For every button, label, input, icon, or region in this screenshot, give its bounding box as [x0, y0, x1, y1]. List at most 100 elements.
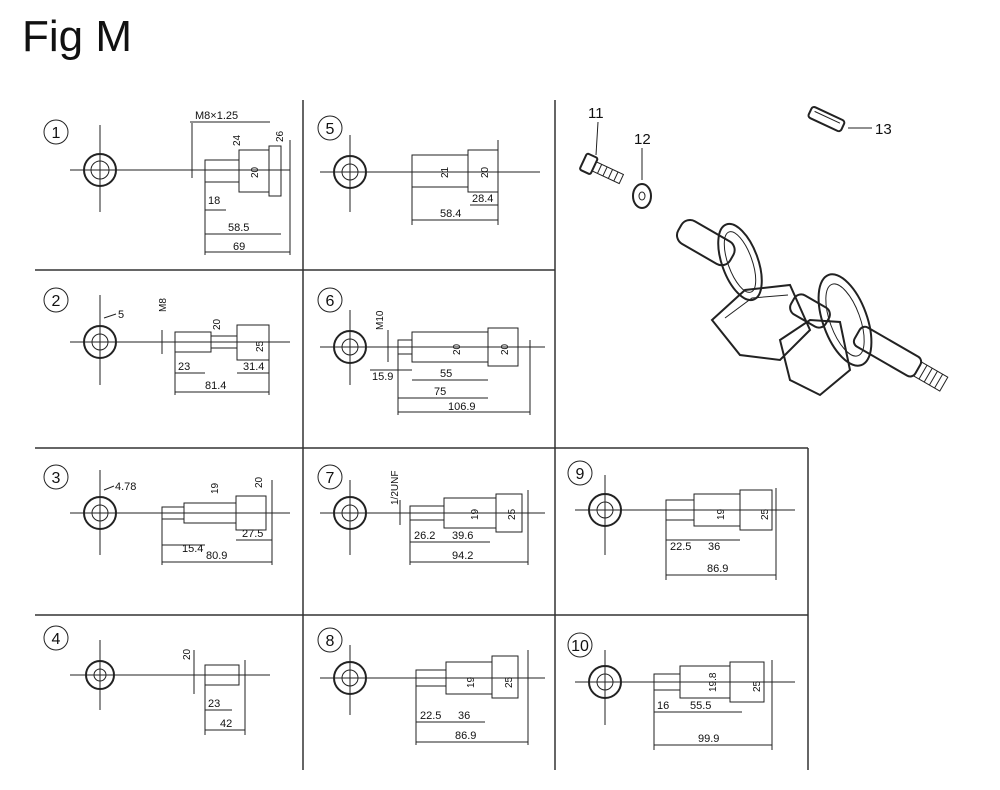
key-icon	[807, 106, 846, 133]
panel-1-number: 1	[52, 125, 61, 142]
panel-2-dim-m8: M8	[158, 298, 169, 312]
panel-1-gear-icon	[83, 153, 117, 187]
panel-4-dim-23: 23	[208, 698, 220, 710]
panel-8-dim-22-5: 22.5	[420, 710, 441, 722]
panel-7-dim-26-2: 26.2	[414, 530, 435, 542]
callout-13: 13	[875, 121, 892, 138]
panel-6-dim-75: 75	[434, 386, 446, 398]
panel-1-dim-58-5: 58.5	[228, 222, 249, 234]
panel-5: 5 21 20 28.4 58.4	[317, 115, 540, 225]
panel-2-dim-81-4: 81.4	[205, 380, 226, 392]
panel-3-number: 3	[52, 470, 61, 487]
panel-6-dim-20-b: 20	[500, 343, 511, 355]
panel-9-dim-86-9: 86.9	[707, 563, 728, 575]
figure-title: Fig M	[22, 12, 132, 61]
panel-1-dim-69: 69	[233, 241, 245, 253]
panel-2-dim-20: 20	[212, 318, 223, 330]
panel-2: 2 5 M8 20 25 23 31.4 81.4	[43, 287, 290, 395]
panel-8-dim-19: 19	[466, 676, 477, 688]
panel-10-gear-icon	[588, 665, 622, 699]
panel-5-dim-21: 21	[440, 166, 451, 178]
panel-1-dim-26: 26	[275, 130, 286, 142]
panel-grid	[35, 100, 809, 770]
panel-10-dim-25: 25	[752, 680, 763, 692]
panel-7-dim-thread: 1/2UNF	[390, 471, 401, 505]
panel-7-dim-19: 19	[470, 508, 481, 520]
panel-3-dim-4-78: 4.78	[115, 481, 136, 493]
panel-10-number: 10	[571, 638, 589, 655]
panel-3: 3 4.78 19 20 15.4 27.5 80.9	[43, 464, 290, 565]
panel-10-dim-16: 16	[657, 700, 669, 712]
panel-6: 6 M10 20 20 15.9 55 75 106.9	[317, 287, 545, 415]
panel-3-dim-80-9: 80.9	[206, 550, 227, 562]
panel-7-dim-25: 25	[507, 508, 518, 520]
panel-7-dim-39-6: 39.6	[452, 530, 473, 542]
panel-7-dim-94-2: 94.2	[452, 550, 473, 562]
panel-2-gear-icon	[83, 325, 117, 359]
crankshaft-icon	[676, 219, 949, 397]
bolt-icon	[579, 152, 625, 185]
panel-10: 10 19.8 25 16 55.5 99.9	[567, 632, 795, 750]
panel-9-number: 9	[576, 466, 585, 483]
panel-5-dim-58-4: 58.4	[440, 208, 461, 220]
panel-1-dim-thread: M8×1.25	[195, 110, 238, 122]
panel-10-dim-55-5: 55.5	[690, 700, 711, 712]
panel-7-gear-icon	[333, 496, 367, 530]
panel-1-dim-20: 20	[250, 166, 261, 178]
key-part-13: 13	[807, 106, 892, 138]
panel-8: 8 19 25 22.5 36 86.9	[317, 627, 545, 745]
panel-6-dim-m10: M10	[375, 310, 386, 330]
panel-8-gear-icon	[333, 661, 367, 695]
panel-3-dim-15-4: 15.4	[182, 543, 203, 555]
panel-3-dim-20: 20	[254, 476, 265, 488]
panel-1: 1 M8×1.25 24 26 20 18 58.5 69	[43, 110, 291, 255]
bolt-part-11: 11	[579, 105, 625, 185]
panel-4-gear-icon	[85, 660, 115, 690]
washer-part-12: 12	[632, 131, 652, 209]
panel-2-dim-23: 23	[178, 361, 190, 373]
panel-1-dim-18: 18	[208, 195, 220, 207]
panel-1-dim-24: 24	[232, 134, 243, 146]
panel-5-dim-20: 20	[480, 166, 491, 178]
panel-10-dim-99-9: 99.9	[698, 733, 719, 745]
panel-10-dim-19-8: 19.8	[708, 672, 719, 692]
panel-7-number: 7	[326, 470, 335, 487]
panel-6-dim-55: 55	[440, 368, 452, 380]
panel-3-dim-27-5: 27.5	[242, 528, 263, 540]
panel-8-dim-86-9: 86.9	[455, 730, 476, 742]
panel-6-dim-15-9: 15.9	[372, 371, 393, 383]
panel-9: 9 19 25 22.5 36 86.9	[567, 460, 795, 580]
panel-9-dim-22-5: 22.5	[670, 541, 691, 553]
panel-8-dim-36: 36	[458, 710, 470, 722]
panel-2-number: 2	[52, 293, 61, 310]
panel-5-number: 5	[326, 121, 335, 138]
panel-6-gear-icon	[333, 330, 367, 364]
panel-8-dim-25: 25	[504, 676, 515, 688]
panel-6-dim-106-9: 106.9	[448, 401, 476, 413]
panel-6-dim-20-a: 20	[452, 343, 463, 355]
panel-9-dim-25: 25	[760, 508, 771, 520]
panel-4-dim-42: 42	[220, 718, 232, 730]
callout-11: 11	[588, 105, 604, 122]
panel-9-gear-icon	[588, 493, 622, 527]
callout-12: 12	[634, 131, 651, 148]
panel-4-number: 4	[52, 631, 61, 648]
panel-4: 4 20 23 42	[43, 625, 270, 735]
panel-5-dim-28-4: 28.4	[472, 193, 493, 205]
panel-1-number-circle	[43, 119, 69, 145]
panel-9-dim-19: 19	[716, 508, 727, 520]
panel-9-dim-36: 36	[708, 541, 720, 553]
panel-2-dim-31-4: 31.4	[243, 361, 264, 373]
washer-icon	[632, 183, 652, 209]
panel-3-dim-19: 19	[210, 482, 221, 494]
panel-4-dim-20: 20	[182, 648, 193, 660]
panel-8-number: 8	[326, 633, 335, 650]
panel-7: 7 1/2UNF 19 25 26.2 39.6 94.2	[317, 464, 545, 565]
panel-2-dim-25: 25	[255, 340, 266, 352]
panel-3-gear-icon	[83, 496, 117, 530]
panel-6-number: 6	[326, 293, 335, 310]
panel-2-dim-5: 5	[118, 309, 124, 321]
panel-5-gear-icon	[333, 155, 367, 189]
